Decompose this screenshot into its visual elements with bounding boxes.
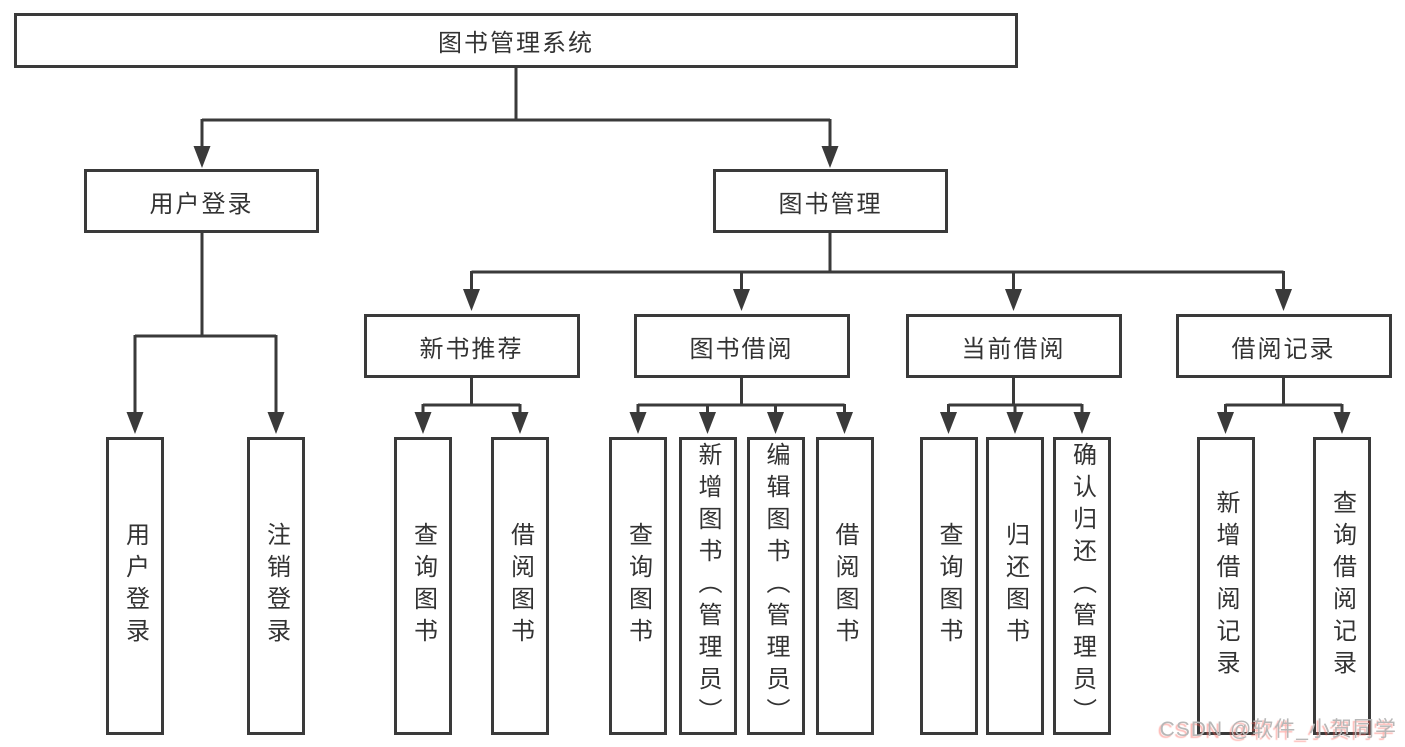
node-leaf-bb-query-books-label: 查询图书 (624, 522, 652, 650)
arrowhead-borrowing-records (1275, 289, 1292, 311)
node-leaf-logout: 注销登录 (247, 437, 305, 735)
node-leaf-cb-return-books: 归还图书 (986, 437, 1044, 735)
node-leaf-bb-borrow-books-label: 借阅图书 (831, 522, 858, 650)
node-leaf-user-login-label: 用户登录 (121, 522, 149, 650)
node-leaf-rr-add-record: 新增借阅记录 (1196, 437, 1255, 735)
node-book-management: 图书管理 (713, 169, 948, 233)
arrowhead-bb-borrow-books (836, 412, 853, 434)
arrowhead-rr-query-record (1333, 412, 1351, 434)
node-leaf-bb-edit-books: 编辑图书（管理员） (746, 437, 805, 735)
node-book-borrowing-label: 图书借阅 (689, 335, 794, 363)
node-leaf-rec-query-books-label: 查询图书 (409, 522, 437, 650)
node-leaf-logout-label: 注销登录 (262, 522, 290, 650)
arrowhead-book-management (821, 146, 839, 168)
node-leaf-rec-borrow-books-label: 借阅图书 (506, 522, 534, 650)
arrowhead-bb-add-books (699, 412, 716, 434)
connector-book-borrowing-to-leaves (636, 376, 846, 413)
node-book-borrowing: 图书借阅 (633, 314, 850, 378)
node-leaf-user-login: 用户登录 (106, 437, 164, 735)
arrowhead-rec-query-books (414, 412, 432, 434)
node-current-borrowing: 当前借阅 (905, 314, 1122, 378)
arrowhead-new-book-recommend (463, 289, 480, 311)
arrowhead-book-borrowing (733, 289, 750, 311)
node-leaf-bb-add-books-label: 新增图书（管理员） (694, 442, 721, 730)
connector-current-borrowing-to-leaves (947, 376, 1084, 413)
node-leaf-rr-query-record: 查询借阅记录 (1313, 437, 1371, 735)
node-user-login-label: 用户登录 (149, 190, 254, 218)
connector-root-to-level2 (200, 66, 832, 147)
node-leaf-bb-add-books: 新增图书（管理员） (678, 437, 737, 735)
node-leaf-rr-query-record-label: 查询借阅记录 (1328, 490, 1356, 682)
node-borrowing-records-label: 借阅记录 (1231, 335, 1336, 363)
connector-user-login-to-leaves (133, 231, 278, 413)
node-new-book-recommend-label: 新书推荐 (419, 335, 524, 363)
arrowhead-user-login (193, 146, 211, 168)
node-leaf-rec-query-books: 查询图书 (394, 437, 452, 735)
node-leaf-bb-query-books: 查询图书 (609, 437, 667, 735)
node-leaf-bb-borrow-books: 借阅图书 (815, 437, 874, 735)
arrowhead-current-borrowing (1005, 289, 1022, 311)
node-root: 图书管理系统 (14, 13, 1018, 68)
connector-borrowing-records-to-leaves (1224, 376, 1344, 413)
arrowhead-cb-return-books (1006, 412, 1024, 434)
node-leaf-cb-return-books-label: 归还图书 (1001, 522, 1029, 650)
connector-new-book-recommend-to-leaves (421, 376, 522, 413)
arrowhead-logout (267, 412, 285, 434)
node-leaf-cb-confirm-return: 确认归还（管理员） (1053, 437, 1111, 735)
node-leaf-cb-confirm-return-label: 确认归还（管理员） (1068, 442, 1096, 730)
connector-book-management-to-level3 (470, 231, 1285, 290)
node-leaf-rec-borrow-books: 借阅图书 (491, 437, 549, 735)
node-book-management-label: 图书管理 (778, 190, 883, 218)
node-borrowing-records: 借阅记录 (1175, 314, 1392, 378)
node-current-borrowing-label: 当前借阅 (961, 335, 1066, 363)
arrowhead-bb-edit-books (767, 412, 784, 434)
node-leaf-bb-edit-books-label: 编辑图书（管理员） (762, 442, 789, 730)
node-leaf-rr-add-record-label: 新增借阅记录 (1212, 490, 1239, 682)
node-leaf-cb-query-books: 查询图书 (919, 437, 978, 735)
node-root-label: 图书管理系统 (438, 30, 594, 57)
node-leaf-cb-query-books-label: 查询图书 (935, 522, 962, 650)
csdn-watermark: CSDN @软件_小贺同学 (1159, 718, 1397, 741)
node-user-login: 用户登录 (84, 169, 319, 233)
arrowhead-rec-borrow-books (511, 412, 529, 434)
node-new-book-recommend: 新书推荐 (363, 314, 580, 378)
arrowhead-cb-confirm-return (1073, 412, 1091, 434)
arrowhead-rr-add-record (1217, 412, 1234, 434)
arrowhead-user-login-leaf (126, 412, 144, 434)
arrowhead-cb-query-books (940, 412, 957, 434)
arrowhead-bb-query-books (629, 412, 647, 434)
